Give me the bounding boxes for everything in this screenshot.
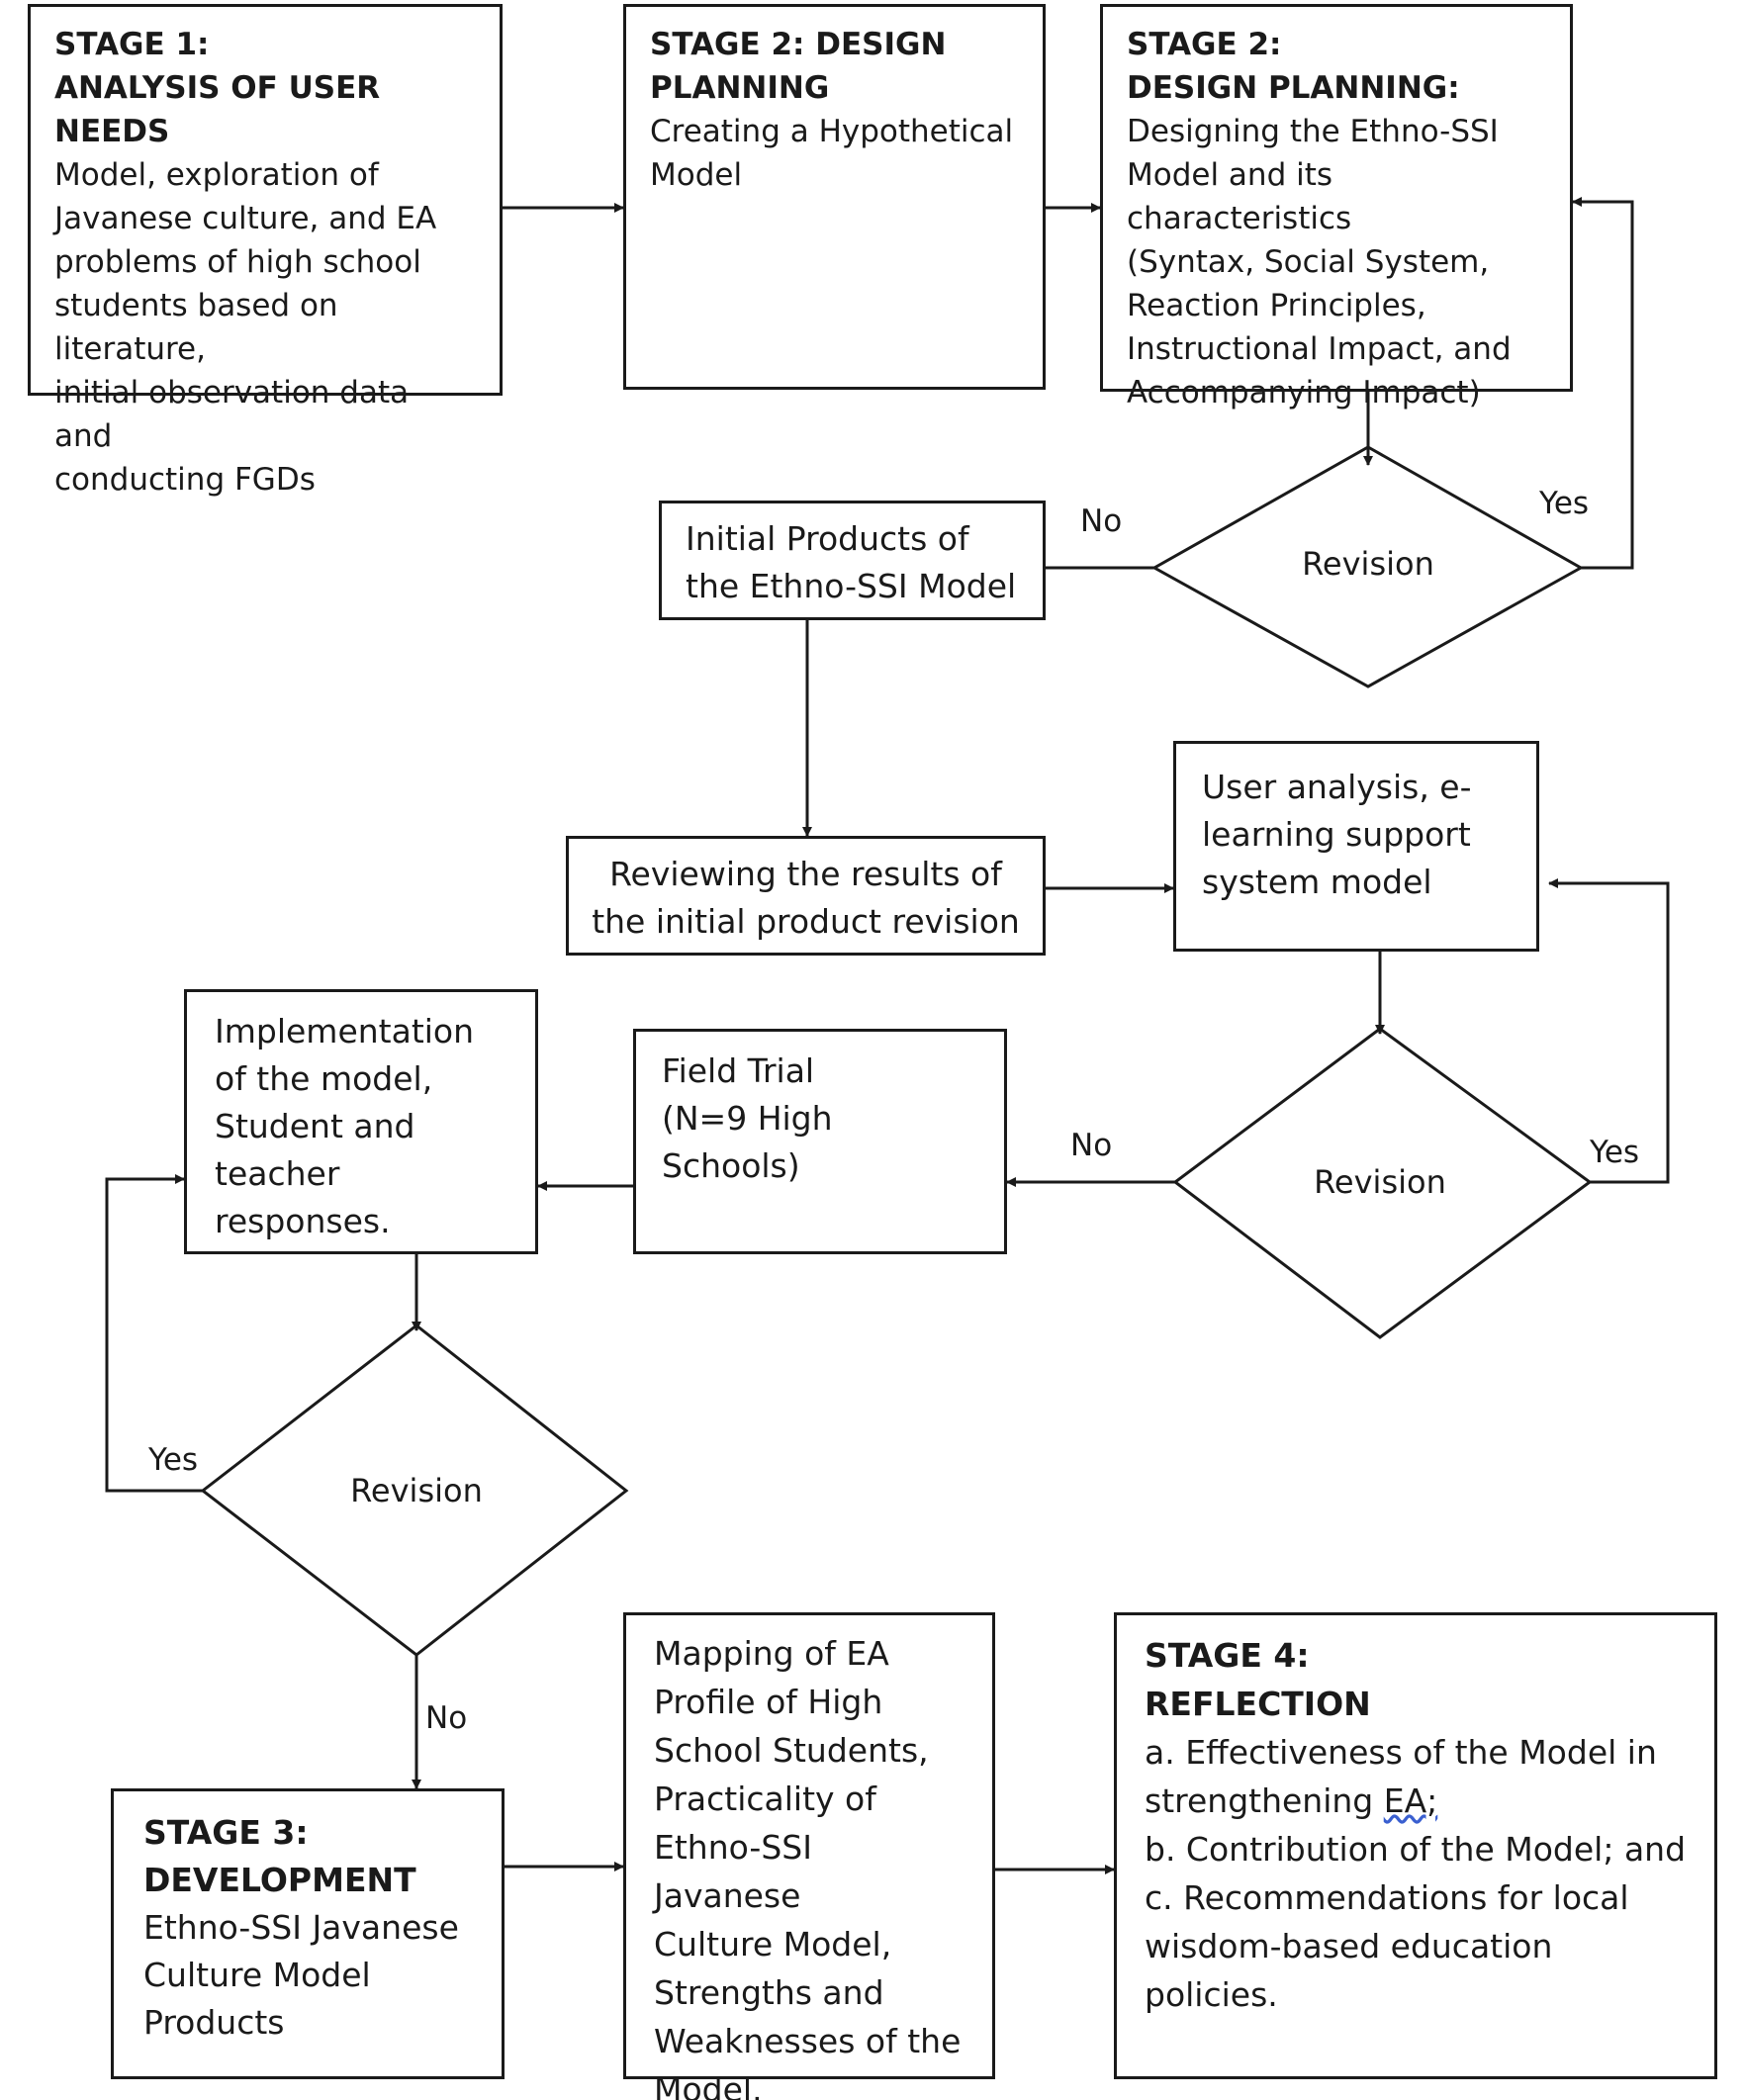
stage2b-heading-2: DESIGN PLANNING:: [1127, 70, 1460, 106]
stage2a-body: Creating a Hypothetical Model: [650, 114, 1014, 193]
stage4-line-1: a. Effectiveness of the Model in: [1145, 1733, 1657, 1772]
reviewing-results-box: Reviewing the results of the initial pro…: [566, 836, 1046, 956]
stage2-design-planning-box: STAGE 2: DESIGN PLANNING Creating a Hypo…: [623, 4, 1046, 390]
stage1-analysis-box: STAGE 1: ANALYSIS OF USER NEEDS Model, e…: [28, 4, 503, 498]
mapping-ea-profile-box: Mapping of EA Profile of High School Stu…: [623, 1612, 995, 2100]
reviewing-results-text: Reviewing the results of the initial pro…: [592, 855, 1020, 941]
field-trial-text: Field Trial (N=9 High Schools): [662, 1051, 833, 1185]
arrow-revision3-yes-loop: [105, 1174, 203, 1493]
stage4-line-2: strengthening EA;: [1145, 1777, 1687, 1825]
stage3-heading-2: DEVELOPMENT: [143, 1861, 416, 1899]
stage2-ethno-ssi-design-box: STAGE 2: DESIGN PLANNING: Designing the …: [1100, 4, 1573, 411]
stage2b-heading-1: STAGE 2:: [1127, 27, 1282, 62]
edge-label-no-1: No: [1080, 503, 1123, 539]
stage4-line-4: c. Recommendations for local: [1145, 1878, 1629, 1917]
stage4-line-2-text: strengthening: [1145, 1781, 1384, 1820]
edge-label-no-3: No: [425, 1700, 468, 1736]
initial-products-text: Initial Products of the Ethno-SSI Model: [686, 519, 1017, 605]
stage2a-heading-2: PLANNING: [650, 70, 830, 106]
stage2a-heading-1: STAGE 2: DESIGN: [650, 27, 947, 62]
stage1-heading-2: ANALYSIS OF USER NEEDS: [54, 70, 381, 149]
stage4-reflection-box: STAGE 4: REFLECTION a. Effectiveness of …: [1114, 1612, 1717, 2079]
revision-1-label: Revision: [1302, 545, 1434, 583]
stage4-heading-1: STAGE 4:: [1145, 1636, 1310, 1675]
stage2b-body: Designing the Ethno-SSI Model and its ch…: [1127, 114, 1512, 411]
stage1-heading-1: STAGE 1:: [54, 27, 210, 62]
stage1-body: Model, exploration of Javanese culture, …: [54, 157, 437, 498]
implementation-text: Implementation of the model, Student and…: [215, 1012, 475, 1240]
arrow-revision1-yes-loop: [1572, 197, 1634, 570]
stage4-line-5: wisdom-based education: [1145, 1927, 1553, 1965]
revision-diamond-2: [1172, 1027, 1593, 1339]
arrow-revision2-yes-loop: [1548, 878, 1670, 1184]
stage3-development-box: STAGE 3: DEVELOPMENT Ethno-SSI Javanese …: [111, 1788, 505, 2079]
user-analysis-text: User analysis, e- learning support syste…: [1202, 768, 1472, 901]
field-trial-box: Field Trial (N=9 High Schools): [633, 1029, 1007, 1254]
stage4-line-3: b. Contribution of the Model; and: [1145, 1830, 1687, 1869]
edge-label-yes-1: Yes: [1539, 486, 1590, 521]
edge-label-yes-2: Yes: [1590, 1135, 1640, 1170]
revision-3-label: Revision: [350, 1472, 483, 1509]
stage4-heading-2: REFLECTION: [1145, 1685, 1371, 1723]
revision-diamond-1: [1150, 445, 1585, 688]
initial-products-box: Initial Products of the Ethno-SSI Model: [659, 501, 1046, 620]
stage4-line-2-ea: EA;: [1383, 1781, 1438, 1820]
edge-label-yes-3: Yes: [148, 1442, 199, 1478]
edge-label-no-2: No: [1070, 1128, 1113, 1163]
stage3-body: Ethno-SSI Javanese Culture Model Product…: [143, 1908, 459, 2042]
mapping-text: Mapping of EA Profile of High School Stu…: [654, 1634, 962, 2100]
user-analysis-box: User analysis, e- learning support syste…: [1173, 741, 1539, 952]
stage4-line-6: policies.: [1145, 1975, 1278, 2014]
revision-2-label: Revision: [1314, 1163, 1446, 1201]
stage3-heading-1: STAGE 3:: [143, 1813, 309, 1852]
implementation-box: Implementation of the model, Student and…: [184, 989, 538, 1254]
